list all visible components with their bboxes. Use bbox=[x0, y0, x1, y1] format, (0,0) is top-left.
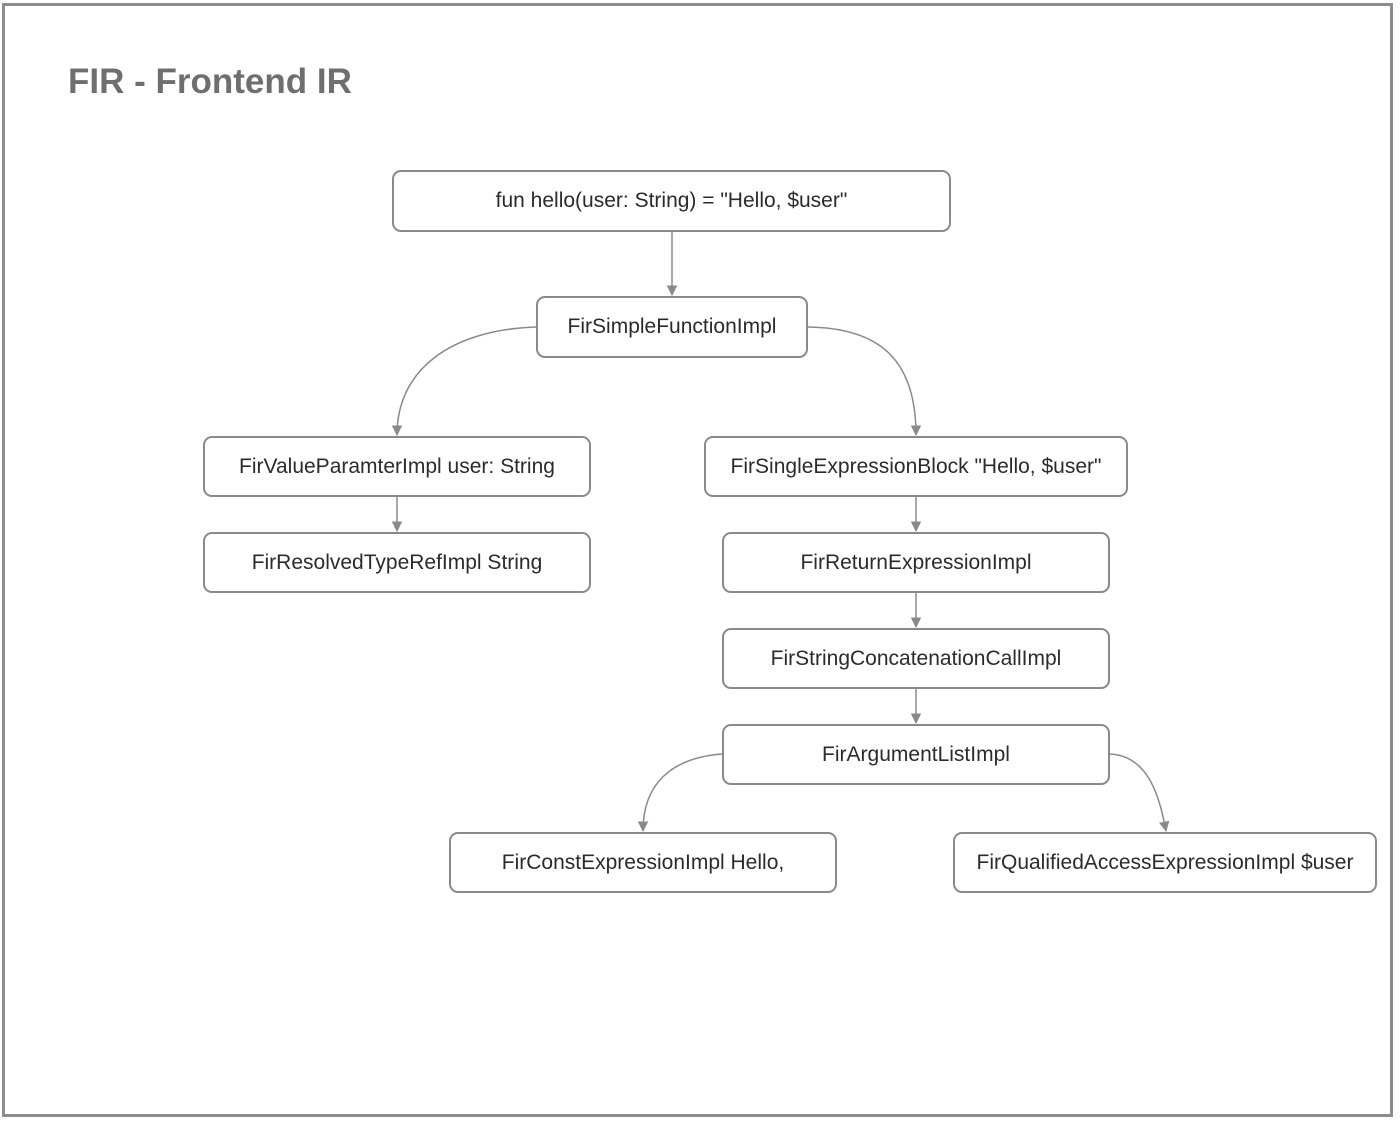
node-argument-list: FirArgumentListImpl bbox=[722, 724, 1110, 785]
node-single-expression-block: FirSingleExpressionBlock "Hello, $user" bbox=[704, 436, 1128, 497]
node-string-concatenation: FirStringConcatenationCallImpl bbox=[722, 628, 1110, 689]
diagram-title: FIR - Frontend IR bbox=[68, 62, 352, 101]
edge-argument-list-to-qualified-access bbox=[1109, 753, 1170, 833]
edge-simple-function-to-single-expression-block bbox=[807, 326, 922, 437]
node-simple-function: FirSimpleFunctionImpl bbox=[536, 296, 808, 358]
node-source-code: fun hello(user: String) = "Hello, $user" bbox=[392, 170, 951, 232]
node-return-expression: FirReturnExpressionImpl bbox=[722, 532, 1110, 593]
node-qualified-access: FirQualifiedAccessExpressionImpl $user bbox=[953, 832, 1377, 893]
diagram-frame bbox=[2, 3, 1393, 1117]
node-resolved-type-ref: FirResolvedTypeRefImpl String bbox=[203, 532, 591, 593]
edge-simple-function-to-value-parameter bbox=[391, 326, 537, 437]
node-value-parameter: FirValueParamterImpl user: String bbox=[203, 436, 591, 497]
node-const-expression: FirConstExpressionImpl Hello, bbox=[449, 832, 837, 893]
edge-argument-list-to-const-expression bbox=[637, 753, 723, 833]
